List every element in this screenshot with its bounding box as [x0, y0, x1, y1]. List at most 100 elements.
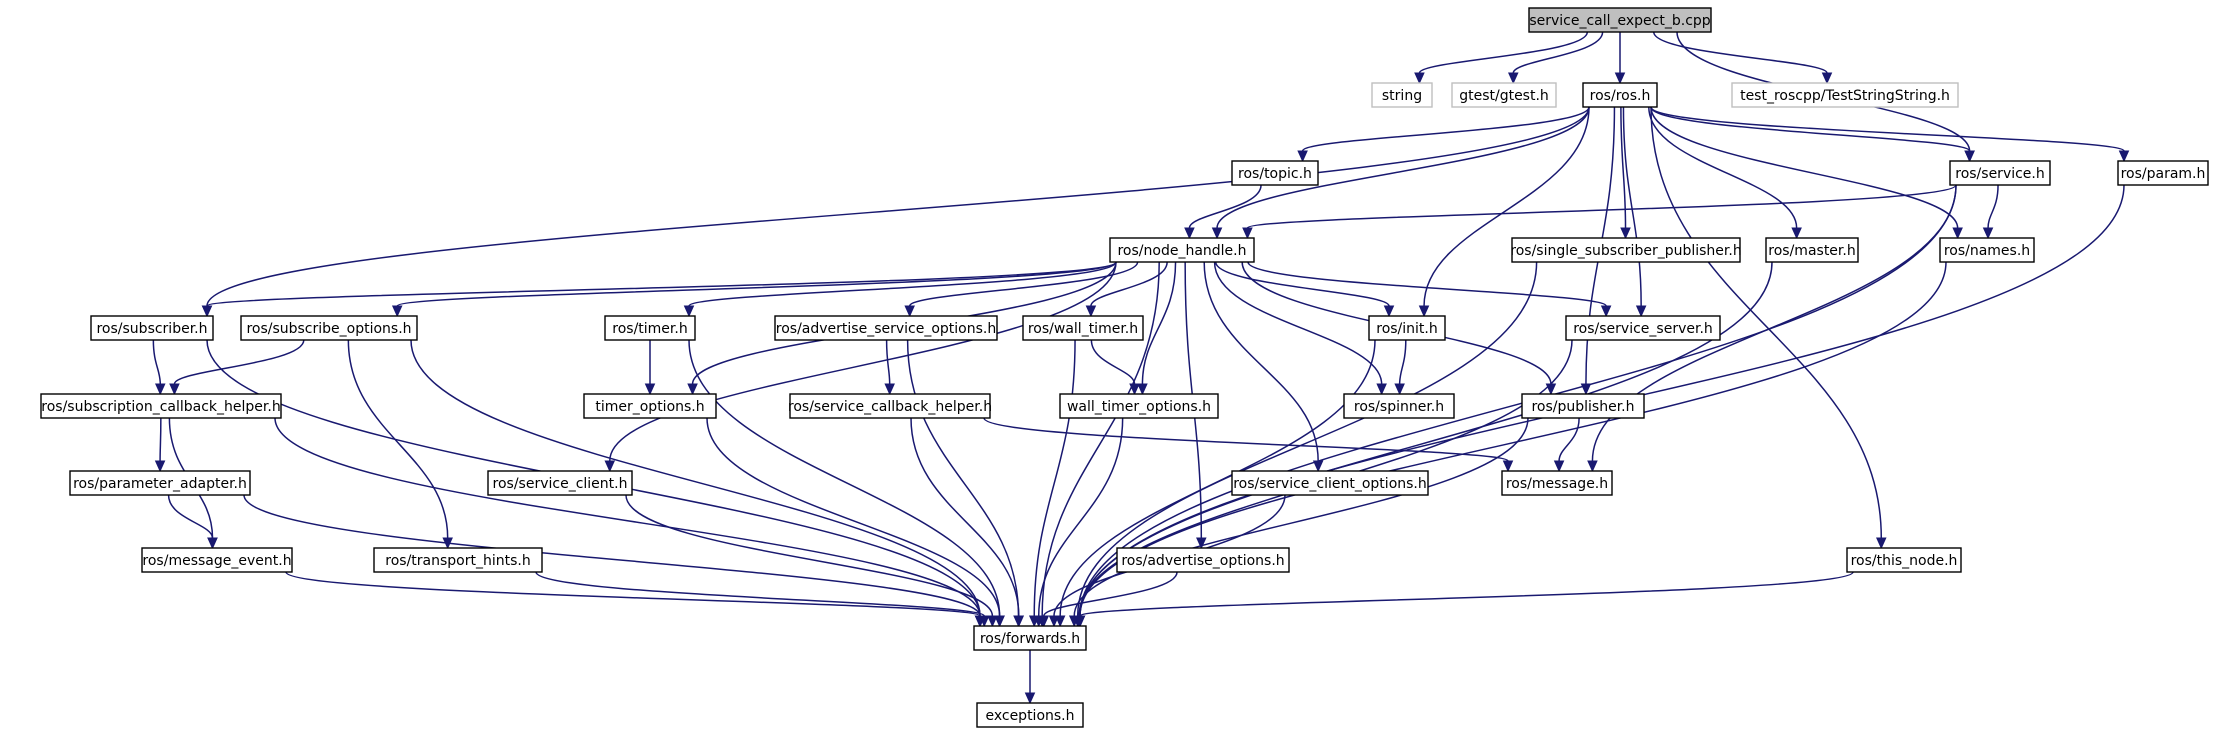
node-walltimeropts[interactable]: wall_timer_options.h	[1059, 393, 1219, 419]
edge-nodehandle-to-aso	[908, 261, 1139, 307]
node-forwards[interactable]: ros/forwards.h	[973, 625, 1087, 651]
node-sserver[interactable]: ros/service_server.h	[1565, 315, 1721, 341]
node-publisher[interactable]: ros/publisher.h	[1521, 393, 1645, 419]
edge-ros-to-nodehandle	[1216, 106, 1590, 229]
node-label-forwards: ros/forwards.h	[980, 631, 1080, 647]
node-ros[interactable]: ros/ros.h	[1582, 82, 1658, 108]
node-box-string	[1371, 82, 1433, 108]
node-timeropts[interactable]: timer_options.h	[583, 393, 717, 419]
edge-walltimeropts-to-forwards	[1037, 417, 1124, 617]
edge-advopts-to-forwards	[1043, 571, 1178, 617]
node-box-service	[1949, 160, 2051, 186]
edge-timeropts-to-forwards	[706, 417, 1001, 617]
arrowhead-nodehandle-to-aso	[904, 305, 915, 318]
node-label-param: ros/param.h	[2121, 166, 2206, 182]
node-thisnode[interactable]: ros/this_node.h	[1846, 547, 1962, 573]
node-timer[interactable]: ros/timer.h	[604, 315, 696, 341]
edge-ros-to-param	[1650, 106, 2125, 152]
node-box-aso	[774, 315, 998, 341]
node-advopts[interactable]: ros/advertise_options.h	[1116, 547, 1290, 573]
node-init[interactable]: ros/init.h	[1368, 315, 1446, 341]
edge-root-to-teststr	[1653, 31, 1828, 74]
node-exceptions[interactable]: exceptions.h	[976, 702, 1084, 728]
arrowhead-publisher-to-message	[1553, 460, 1565, 473]
edge-ros-to-ssp	[1620, 106, 1627, 229]
node-box-ros	[1582, 82, 1658, 108]
node-paramadapter[interactable]: ros/parameter_adapter.h	[69, 470, 251, 496]
edge-ros-to-init	[1423, 106, 1590, 307]
arrowhead-nodehandle-to-timer	[683, 305, 695, 318]
node-sch[interactable]: ros/subscription_callback_helper.h	[40, 393, 282, 419]
arrowhead-ros-to-sserver	[1635, 305, 1647, 318]
edge-subopts-to-forwards	[410, 339, 981, 617]
node-walltimer[interactable]: ros/wall_timer.h	[1022, 315, 1144, 341]
node-param[interactable]: ros/param.h	[2117, 160, 2209, 186]
node-box-thints	[373, 547, 543, 573]
node-label-spinner: ros/spinner.h	[1354, 399, 1444, 415]
node-master[interactable]: ros/master.h	[1765, 237, 1859, 263]
node-spinner[interactable]: ros/spinner.h	[1343, 393, 1455, 419]
arrowhead-aso-to-svccbh	[884, 383, 895, 396]
node-label-master: ros/master.h	[1768, 243, 1855, 259]
node-label-sclient: ros/service_client.h	[493, 476, 628, 492]
arrowhead-timeropts-to-forwards	[994, 615, 1005, 628]
edge-sch-to-paramadapter	[159, 417, 162, 462]
arrowhead-ros-to-param	[2118, 150, 2130, 163]
edge-init-to-forwards	[1059, 339, 1376, 617]
arrowhead-nodehandle-to-init	[1383, 305, 1395, 318]
node-label-advopts: ros/advertise_options.h	[1121, 553, 1284, 569]
arrowhead-root-to-string	[1414, 72, 1425, 85]
node-svccbh[interactable]: ros/service_callback_helper.h	[788, 393, 992, 419]
edge-ros-to-names	[1650, 106, 1959, 229]
node-nodehandle[interactable]: ros/node_handle.h	[1109, 237, 1255, 263]
arrowhead-nodehandle-to-subscriber	[201, 305, 213, 318]
node-box-subopts	[240, 315, 418, 341]
edge-paramadapter-to-forwards	[243, 494, 981, 617]
node-message[interactable]: ros/message.h	[1501, 470, 1613, 496]
node-box-sclient	[487, 470, 633, 496]
node-msgevent[interactable]: ros/message_event.h	[141, 547, 293, 573]
arrowhead-svccbh-to-message	[1502, 460, 1514, 473]
arrowhead-thints-to-forwards	[978, 615, 990, 628]
node-box-param	[2117, 160, 2209, 186]
node-box-scopts	[1231, 470, 1429, 496]
edge-sch-to-forwards	[274, 417, 981, 617]
node-sclient[interactable]: ros/service_client.h	[487, 470, 633, 496]
node-root[interactable]: service_call_expect_b.cpp	[1528, 7, 1712, 33]
node-label-topic: ros/topic.h	[1238, 166, 1312, 182]
arrowhead-sch-to-paramadapter	[154, 460, 166, 473]
arrowhead-root-to-ros	[1614, 72, 1626, 85]
edge-subopts-to-sch	[173, 339, 305, 385]
node-string: string	[1371, 82, 1433, 108]
edge-thisnode-to-forwards	[1079, 571, 1854, 617]
node-subscriber[interactable]: ros/subscriber.h	[90, 315, 214, 341]
arrowhead-nodehandle-to-sclient	[604, 460, 616, 473]
arrowhead-topic-to-nodehandle	[1184, 227, 1195, 240]
edge-sclient-to-forwards	[625, 494, 994, 617]
node-label-gtest: gtest/gtest.h	[1459, 88, 1549, 104]
node-subopts[interactable]: ros/subscribe_options.h	[240, 315, 418, 341]
node-aso[interactable]: ros/advertise_service_options.h	[774, 315, 998, 341]
node-scopts[interactable]: ros/service_client_options.h	[1231, 470, 1429, 496]
edge-service-to-names	[1987, 184, 1999, 229]
edge-ros-to-subscriber	[206, 106, 1590, 307]
node-teststr: test_roscpp/TestStringString.h	[1731, 82, 1959, 108]
node-box-forwards	[973, 625, 1087, 651]
node-box-topic	[1231, 160, 1319, 186]
arrowhead-nodehandle-to-advopts	[1196, 537, 1207, 550]
node-service[interactable]: ros/service.h	[1949, 160, 2051, 186]
node-topic[interactable]: ros/topic.h	[1231, 160, 1319, 186]
arrowhead-nodehandle-to-subopts	[391, 305, 403, 318]
arrowhead-ros-to-names	[1952, 227, 1963, 240]
node-label-string: string	[1382, 88, 1422, 104]
node-ssp[interactable]: ros/single_subscriber_publisher.h	[1510, 237, 1742, 263]
node-thints[interactable]: ros/transport_hints.h	[373, 547, 543, 573]
edge-aso-to-forwards	[906, 339, 1020, 617]
node-names[interactable]: ros/names.h	[1939, 237, 2035, 263]
node-box-sch	[40, 393, 282, 419]
node-box-init	[1368, 315, 1446, 341]
arrowhead-ros-to-thisnode	[1876, 537, 1887, 550]
edge-subscriber-to-sch	[152, 339, 162, 385]
node-label-ros: ros/ros.h	[1590, 88, 1651, 104]
arrowhead-nodehandle-to-spinner	[1376, 383, 1387, 396]
